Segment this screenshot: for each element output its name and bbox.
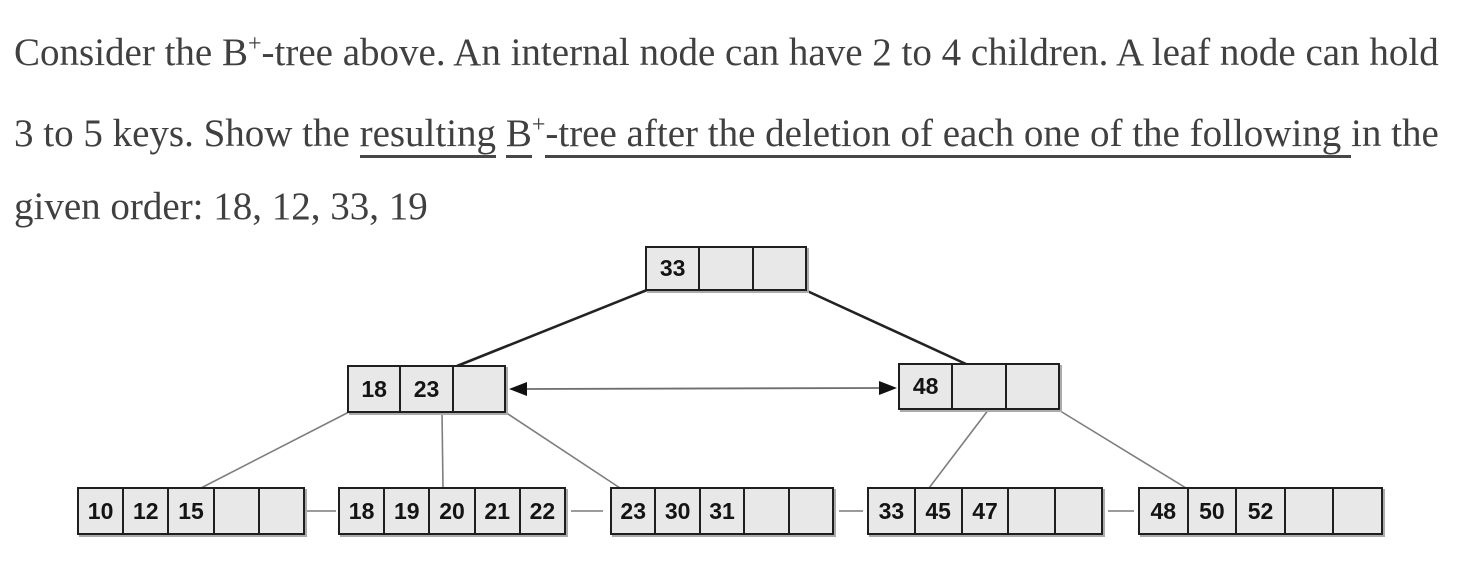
edge-left-internal-to-leaf-0 — [200, 411, 350, 489]
leaf-3-cell-1: 45 — [913, 489, 961, 533]
leaf-node-3: 33 45 47 — [867, 487, 1103, 535]
edge-left-internal-to-leaf-1 — [441, 411, 444, 489]
leaf-2-cell-4 — [787, 489, 832, 533]
root-cell-2 — [751, 248, 805, 289]
edge-right-internal-to-leaf-3 — [928, 408, 990, 489]
internal-node-right: 48 — [898, 363, 1060, 410]
question-underlined-rest: -tree after the deletion of each one of … — [545, 112, 1352, 158]
edge-right-internal-to-leaf-4 — [1056, 408, 1187, 489]
leaf-4-cell-4 — [1332, 489, 1381, 533]
question-line1-pre: Consider the B — [14, 31, 248, 74]
internal-left-cell-2 — [451, 367, 504, 411]
internal-node-left: 18 23 — [347, 365, 506, 413]
internal-right-cell-2 — [1004, 365, 1058, 408]
leaf-node-4: 48 50 52 — [1138, 487, 1383, 535]
leaf-0-cell-4 — [257, 489, 303, 533]
leaf-1-cell-4: 22 — [518, 489, 564, 533]
internal-right-cell-1 — [951, 365, 1004, 408]
question-line2-pre: 3 to 5 keys. Show the — [14, 112, 360, 155]
question-line1-post: -tree above. An internal node can have 2… — [261, 31, 1439, 74]
sibling-arrowhead-right — [879, 381, 897, 395]
leaf-0-cell-1: 12 — [122, 489, 167, 533]
root-cell-0: 33 — [659, 255, 686, 281]
leaf-1-cell-0: 18 — [348, 497, 375, 524]
leaf-node-1: 18 19 20 21 22 — [338, 487, 566, 535]
internal-right-cell-0: 48 — [912, 373, 939, 399]
superscript-plus-2: + — [531, 112, 546, 138]
superscript-plus-1: + — [247, 31, 262, 57]
edge-root-to-left-internal — [456, 288, 648, 368]
internal-left-cell-1: 23 — [399, 367, 451, 411]
question-line2-post: in the — [1351, 112, 1439, 155]
leaf-3-cell-2: 47 — [960, 489, 1008, 533]
question-text: Consider the B+-tree above. An internal … — [14, 8, 1439, 243]
leaf-1-cell-1: 19 — [383, 489, 428, 533]
leaf-3-cell-4 — [1054, 489, 1101, 533]
leaf-4-cell-2: 52 — [1235, 489, 1284, 533]
question-underlined-resulting: resulting — [359, 112, 497, 158]
root-cell-1 — [698, 248, 751, 289]
leaf-4-cell-1: 50 — [1186, 489, 1236, 533]
edge-left-internal-to-leaf-2 — [504, 411, 621, 489]
leaf-3-cell-3 — [1007, 489, 1054, 533]
internal-left-cell-0: 18 — [361, 375, 387, 402]
leaf-1-cell-2: 20 — [428, 489, 473, 533]
leaf-0-cell-3 — [212, 489, 258, 533]
leaf-4-cell-0: 48 — [1150, 497, 1177, 524]
leaf-0-cell-2: 15 — [167, 489, 212, 533]
question-line3: given order: 18, 12, 33, 19 — [14, 185, 428, 228]
leaf-2-cell-3 — [743, 489, 787, 533]
leaf-node-0: 10 12 15 — [77, 487, 305, 535]
leaf-3-cell-0: 33 — [878, 497, 905, 524]
leaf-0-cell-0: 10 — [87, 497, 114, 524]
root-node: 33 — [645, 246, 807, 291]
leaf-node-2: 23 30 31 — [610, 487, 834, 535]
sibling-arrow-line — [523, 387, 883, 390]
question-underlined-b: B — [505, 112, 532, 158]
leaf-2-cell-1: 30 — [654, 489, 698, 533]
edge-root-to-right-internal — [804, 288, 967, 366]
sibling-arrowhead-left — [509, 382, 527, 396]
leaf-2-cell-2: 31 — [698, 489, 743, 533]
leaf-2-cell-0: 23 — [620, 497, 646, 524]
leaf-1-cell-3: 21 — [473, 489, 519, 533]
leaf-4-cell-3 — [1283, 489, 1333, 533]
